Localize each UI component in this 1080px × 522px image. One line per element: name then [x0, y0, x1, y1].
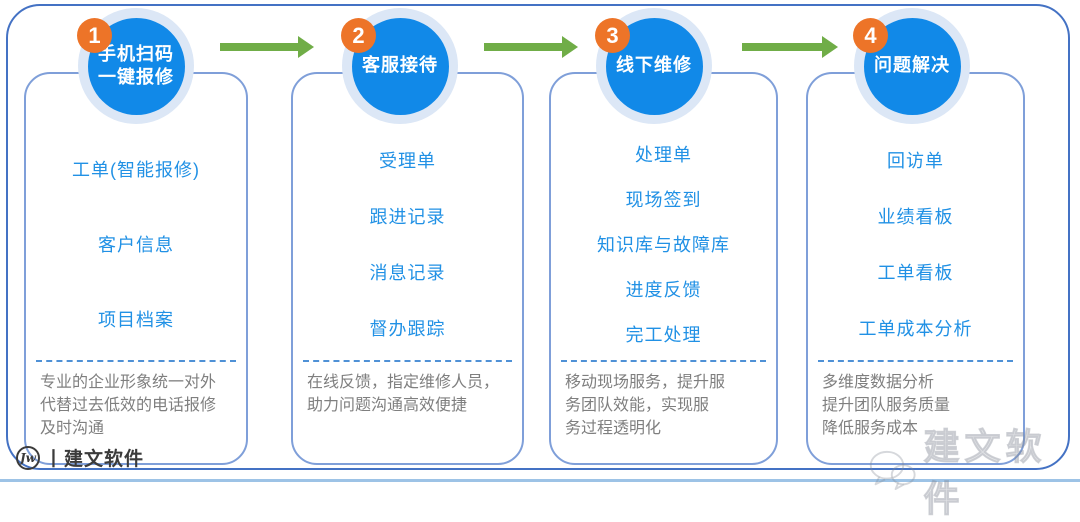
feature-item: 工单成本分析 [858, 319, 973, 339]
feature-item: 回访单 [887, 151, 944, 171]
step-description: 专业的企业形象统一对外 代替过去低效的电话报修 及时沟通 [40, 374, 217, 438]
step-number-badge: 1 [77, 18, 112, 53]
step-circle-1: 手机扫码 一键报修 1 [77, 8, 194, 124]
feature-item: 完工处理 [625, 324, 702, 345]
card-divider [561, 360, 766, 362]
step-card-2: 受理单 跟进记录 消息记录 督办跟踪 在线反馈，指定维修人员， 助力问题沟通高效… [291, 72, 524, 465]
step-number-badge: 3 [595, 18, 630, 53]
circle-ring: 线下维修 [596, 8, 712, 124]
feature-item: 工单看板 [877, 263, 954, 283]
feature-item: 工单(智能报修) [72, 160, 200, 181]
feature-item: 处理单 [635, 145, 692, 166]
feature-list-2: 受理单 跟进记录 消息记录 督办跟踪 [293, 132, 522, 360]
feature-item: 知识库与故障库 [597, 234, 730, 255]
jw-monogram-icon: Jw [16, 445, 40, 470]
card-divider [303, 360, 512, 362]
feature-item: 消息记录 [369, 263, 446, 283]
step-card-3: 处理单 现场签到 知识库与故障库 进度反馈 完工处理 移动现场服务，提升服 务团… [549, 72, 778, 465]
feature-item: 业绩看板 [877, 207, 954, 227]
feature-item: 客户信息 [98, 234, 174, 255]
flow-arrow-icon [484, 36, 578, 58]
step-circle-4: 问题解决 4 [853, 8, 970, 124]
flow-arrow-icon [220, 36, 314, 58]
step-circle-3: 线下维修 3 [595, 8, 712, 124]
brand-logo: Jw 丨建文软件 [16, 444, 144, 471]
card-divider [36, 360, 236, 362]
step-card-1: 工单(智能报修) 客户信息 项目档案 专业的企业形象统一对外 代替过去低效的电话… [24, 72, 248, 465]
feature-item: 跟进记录 [369, 207, 446, 227]
feature-list-1: 工单(智能报修) 客户信息 项目档案 [26, 132, 246, 360]
feature-list-3: 处理单 现场签到 知识库与故障库 进度反馈 完工处理 [551, 132, 776, 360]
feature-item: 进度反馈 [625, 279, 702, 300]
feature-item: 项目档案 [98, 309, 174, 330]
step-description: 多维度数据分析 提升团队服务质量 降低服务成本 [822, 374, 951, 438]
step-number-badge: 2 [341, 18, 376, 53]
step-description: 在线反馈，指定维修人员， 助力问题沟通高效便捷 [307, 374, 500, 415]
feature-item: 督办跟踪 [369, 319, 446, 339]
brand-logo-text: 丨建文软件 [44, 449, 145, 470]
step-number-badge: 4 [853, 18, 888, 53]
bottom-rule-line [0, 479, 1080, 482]
feature-item: 受理单 [379, 151, 436, 171]
step-card-4: 回访单 业绩看板 工单看板 工单成本分析 多维度数据分析 提升团队服务质量 降低… [806, 72, 1025, 465]
step-description: 移动现场服务，提升服 务团队效能，实现服 务过程透明化 [565, 374, 726, 438]
step-circle-2: 客服接待 2 [341, 8, 458, 124]
flow-arrow-icon [742, 36, 838, 58]
feature-item: 现场签到 [625, 190, 702, 211]
card-divider [818, 360, 1013, 362]
circle-ring: 问题解决 [854, 8, 970, 124]
feature-list-4: 回访单 业绩看板 工单看板 工单成本分析 [808, 132, 1023, 360]
